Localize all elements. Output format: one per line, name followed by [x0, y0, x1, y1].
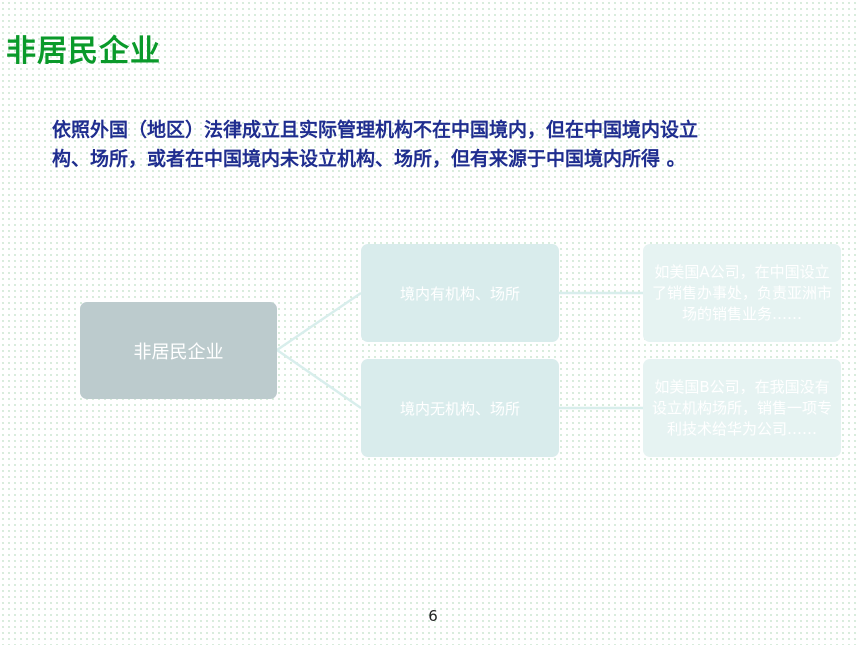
definition-line-1: 依照外国（地区）法律成立且实际管理机构不在中国境内，但在中国境内设立 — [52, 119, 699, 141]
definition-text: 依照外国（地区）法律成立且实际管理机构不在中国境内，但在中国境内设立 构、场所，… — [52, 116, 860, 174]
diagram-branch-without-establishment: 境内无机构、场所 — [361, 359, 559, 457]
page-number: 6 — [428, 607, 438, 625]
diagram-root-node: 非居民企业 — [80, 302, 277, 399]
slide-title: 非居民企业 — [6, 34, 161, 69]
definition-line-2: 构、场所，或者在中国境内未设立机构、场所，但有来源于中国境内所得 。 — [52, 148, 686, 170]
diagram-branch-with-establishment: 境内有机构、场所 — [361, 244, 559, 342]
connector-root-branch-2 — [276, 348, 362, 410]
diagram-example-company-a: 如美国A公司，在中国设立了销售办事处，负责亚洲市场的销售业务…… — [643, 244, 841, 342]
connector-root-branch-1 — [276, 291, 362, 352]
diagram-example-company-b: 如美国B公司，在我国没有设立机构场所，销售一项专利技术给华为公司…… — [643, 359, 841, 457]
